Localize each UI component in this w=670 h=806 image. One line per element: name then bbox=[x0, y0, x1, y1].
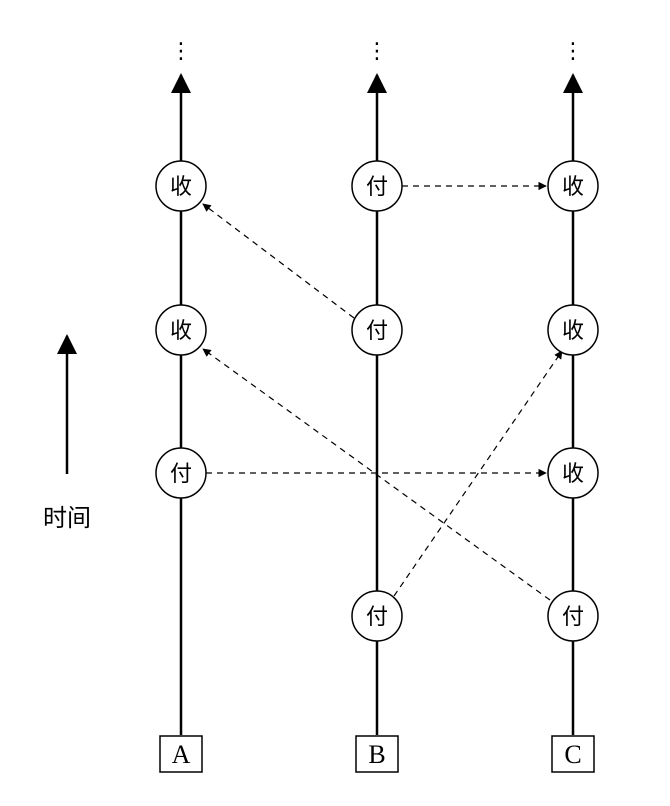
process-box-c bbox=[551, 735, 595, 773]
event-node-b1: 付 bbox=[351, 590, 403, 642]
event-node-c3: 收 bbox=[547, 304, 599, 356]
event-node-c1: 付 bbox=[547, 590, 599, 642]
message-b1-to-c3 bbox=[393, 350, 563, 597]
timeline-a-continuation: ⋮ bbox=[170, 39, 192, 64]
event-node-c2: 收 bbox=[547, 447, 599, 499]
event-label-c1: 付 bbox=[562, 605, 584, 630]
event-node-a3: 收 bbox=[155, 160, 207, 212]
event-label-a3: 收 bbox=[170, 175, 192, 200]
process-box-c-label: C bbox=[564, 740, 581, 769]
timeline-c: ⋮ C bbox=[551, 39, 595, 773]
event-label-b2: 付 bbox=[366, 319, 388, 344]
message-b2-to-a3 bbox=[202, 203, 355, 319]
event-node-a1: 付 bbox=[155, 447, 207, 499]
event-label-c3: 收 bbox=[562, 319, 584, 344]
process-box-b bbox=[355, 735, 399, 773]
process-box-b-label: B bbox=[368, 740, 385, 769]
event-node-c4: 收 bbox=[547, 160, 599, 212]
timeline-c-continuation: ⋮ bbox=[562, 39, 584, 64]
time-axis-label: 时间 bbox=[43, 504, 91, 532]
timeline-a: ⋮ A bbox=[159, 39, 203, 773]
process-box-a-label: A bbox=[172, 740, 191, 769]
event-label-b3: 付 bbox=[366, 175, 388, 200]
event-label-c4: 收 bbox=[562, 175, 584, 200]
timeline-b-continuation: ⋮ bbox=[366, 39, 388, 64]
event-label-c2: 收 bbox=[562, 462, 584, 487]
event-label-a2: 收 bbox=[170, 319, 192, 344]
event-node-b2: 付 bbox=[351, 304, 403, 356]
event-label-a1: 付 bbox=[170, 462, 192, 487]
event-node-b3: 付 bbox=[351, 160, 403, 212]
message-c1-to-a2 bbox=[202, 348, 551, 601]
event-node-a2: 收 bbox=[155, 304, 207, 356]
process-box-a bbox=[159, 735, 203, 773]
timeline-b: ⋮ B bbox=[355, 39, 399, 773]
event-label-b1: 付 bbox=[366, 605, 388, 630]
